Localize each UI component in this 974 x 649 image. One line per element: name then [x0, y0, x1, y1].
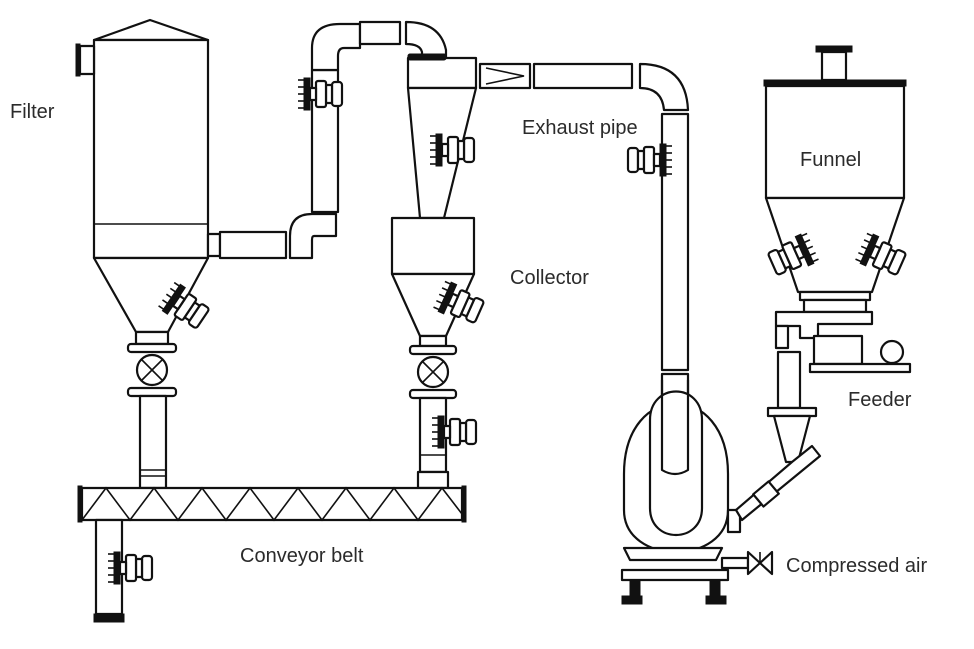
vibrator-icon	[430, 414, 478, 450]
feeder-label: Feeder	[848, 389, 912, 411]
filter-label: Filter	[10, 101, 55, 123]
vibrator-icon	[428, 132, 476, 168]
filter-unit	[75, 18, 288, 490]
vibrator-icon	[296, 76, 344, 112]
feeder-unit	[734, 310, 912, 522]
collector-label: Collector	[510, 267, 589, 289]
vibrator-icon	[106, 550, 154, 586]
blower-unit	[620, 378, 774, 605]
conveyor-belt-label: Conveyor belt	[240, 545, 364, 567]
vibrator-icon	[626, 142, 674, 178]
compressed-air-label: Compressed air	[786, 555, 928, 577]
funnel-unit	[763, 45, 907, 314]
conveyor-belt	[77, 485, 467, 623]
exhaust-pipe-label: Exhaust pipe	[522, 117, 638, 139]
funnel-label: Funnel	[800, 149, 861, 171]
exhaust-pipe	[478, 62, 690, 466]
